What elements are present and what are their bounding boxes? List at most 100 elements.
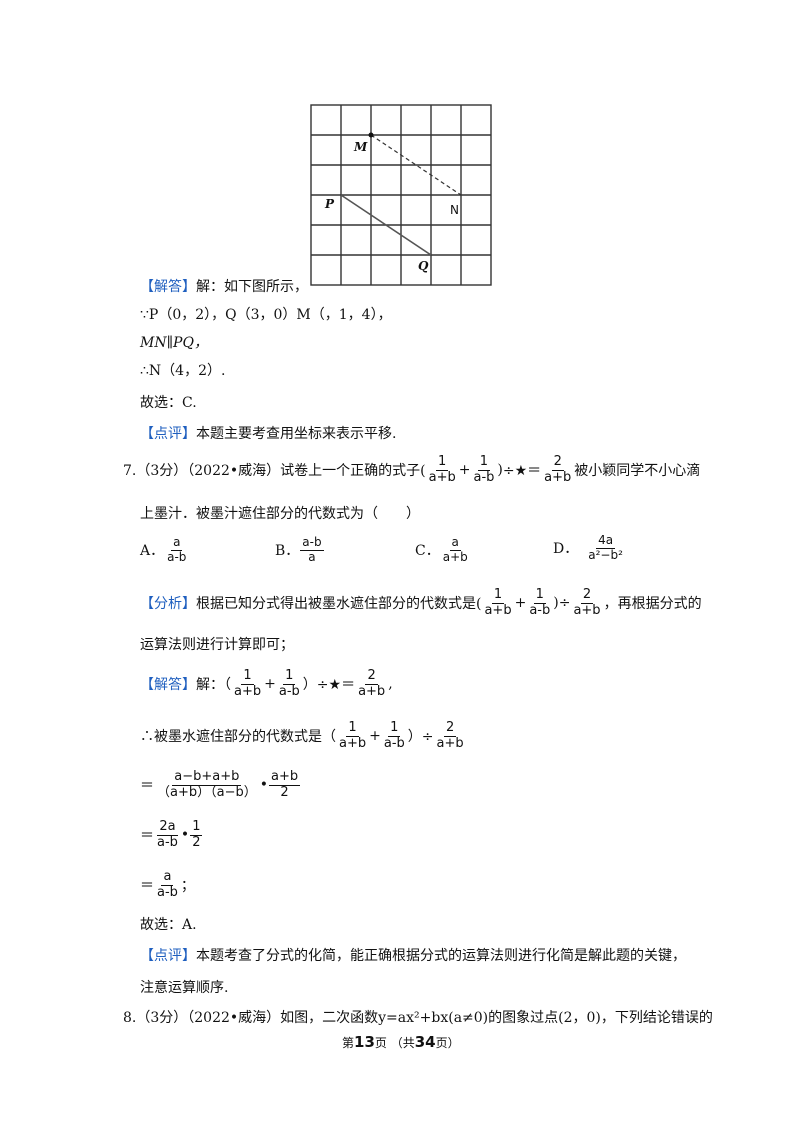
frac-num: 1 — [436, 453, 449, 471]
frac-num: a — [171, 535, 183, 551]
step2-frac-1: a−b+a+b（a+b）（a−b） — [155, 769, 259, 801]
page-total: 34 — [414, 1033, 436, 1051]
frac-num: a — [449, 535, 461, 551]
point-m — [368, 132, 374, 138]
frac-den: 2 — [280, 784, 289, 800]
div-star: ÷★＝ — [316, 677, 356, 693]
option-letter: D． — [553, 541, 579, 558]
grid-lines — [310, 104, 492, 286]
q7-choice: 故选：A. — [140, 917, 197, 933]
frac-num: a-b — [300, 535, 324, 551]
q6-choice: 故选：C. — [140, 395, 197, 411]
footer-middle: 页 （共 — [374, 1036, 415, 1050]
answer-tag: 【解答】 — [140, 677, 196, 693]
frac-den: a+b — [339, 735, 367, 751]
frac-den: a+b — [436, 735, 464, 751]
frac-den: 2 — [192, 834, 201, 850]
frac-den: （a+b）（a−b） — [157, 784, 257, 800]
option-letter: C． — [415, 543, 440, 560]
frac-num: 1 — [346, 719, 359, 737]
frac-den: a-b — [157, 834, 178, 850]
footer-prefix: 第 — [342, 1036, 355, 1050]
label-q: Q — [418, 259, 429, 273]
frac-num: 4a — [596, 533, 616, 549]
frac-num: 1 — [477, 453, 491, 471]
option-letter: A． — [140, 543, 165, 560]
analysis-tag: 【分析】 — [140, 596, 196, 612]
frac-num: 2 — [580, 586, 594, 604]
frac-num: 1 — [491, 586, 505, 604]
option-letter: B． — [275, 543, 300, 560]
frac-num: 2 — [365, 667, 378, 685]
answer-text: 解：如下图所示， — [196, 279, 308, 295]
frac-den: a+b — [234, 683, 262, 699]
label-m: M — [353, 140, 368, 154]
frac-den: a+b — [484, 602, 512, 618]
stem-suffix: 被小颖同学不小心滴 — [574, 463, 701, 479]
frac-den: a-b — [278, 683, 300, 699]
frac-num: 2 — [551, 453, 564, 471]
q6-comment: 【点评】本题主要考查用坐标来表示平移. — [140, 423, 396, 443]
frac-den: a — [308, 549, 316, 564]
q7-comment-line2: 注意运算顺序. — [140, 980, 229, 996]
page-number: 13 — [354, 1033, 375, 1051]
analysis-text2: ，再根据分式的 — [603, 596, 702, 612]
answer-tag: 【解答】 — [140, 279, 196, 295]
frac-den: a+b — [358, 683, 386, 699]
q6-line1: ∵P（0，2），Q（3，0）M（，1，4）， — [140, 307, 392, 323]
q6-answer-line: 【解答】解：如下图所示， — [140, 276, 308, 296]
q7-comment: 【点评】本题考查了分式的化简，能正确根据分式的运算法则进行化简是解此题的关键， — [140, 945, 686, 965]
step1-prefix: ∴被墨水遮住部分的代数式是（ — [140, 729, 336, 745]
page-footer: 第13页 （共34页） — [342, 1033, 460, 1051]
frac-num: 1 — [388, 719, 401, 737]
frac-num: a — [161, 868, 174, 886]
q8-stem: 8.（3分）（2022•威海）如图，二次函数y=ax²+bx(a≠0)的图象过点… — [123, 1010, 713, 1026]
frac-num: 1 — [190, 818, 203, 836]
frac-den: a+b — [442, 549, 468, 564]
segment-pq — [340, 194, 432, 256]
frac-den: a+b — [544, 469, 572, 485]
q7-analysis-line2: 运算法则进行计算即可； — [140, 637, 294, 653]
grid-figure: M N P Q — [310, 104, 492, 286]
footer-suffix: 页） — [435, 1036, 460, 1050]
label-p: P — [324, 197, 335, 211]
frac-den: a+b — [573, 602, 601, 618]
q6-line2: MN∥PQ， — [140, 335, 208, 351]
frac-den: a²−b² — [588, 547, 623, 562]
frac-den: a+b — [428, 469, 456, 485]
answer-text: 解：（ — [196, 677, 231, 693]
comment-text: 本题主要考查用坐标来表示平移. — [196, 426, 397, 442]
frac-num: 1 — [283, 667, 296, 685]
frac-num: 2 — [443, 719, 457, 737]
frac-den: a-b — [167, 549, 187, 564]
frac-den: a-b — [157, 884, 178, 900]
